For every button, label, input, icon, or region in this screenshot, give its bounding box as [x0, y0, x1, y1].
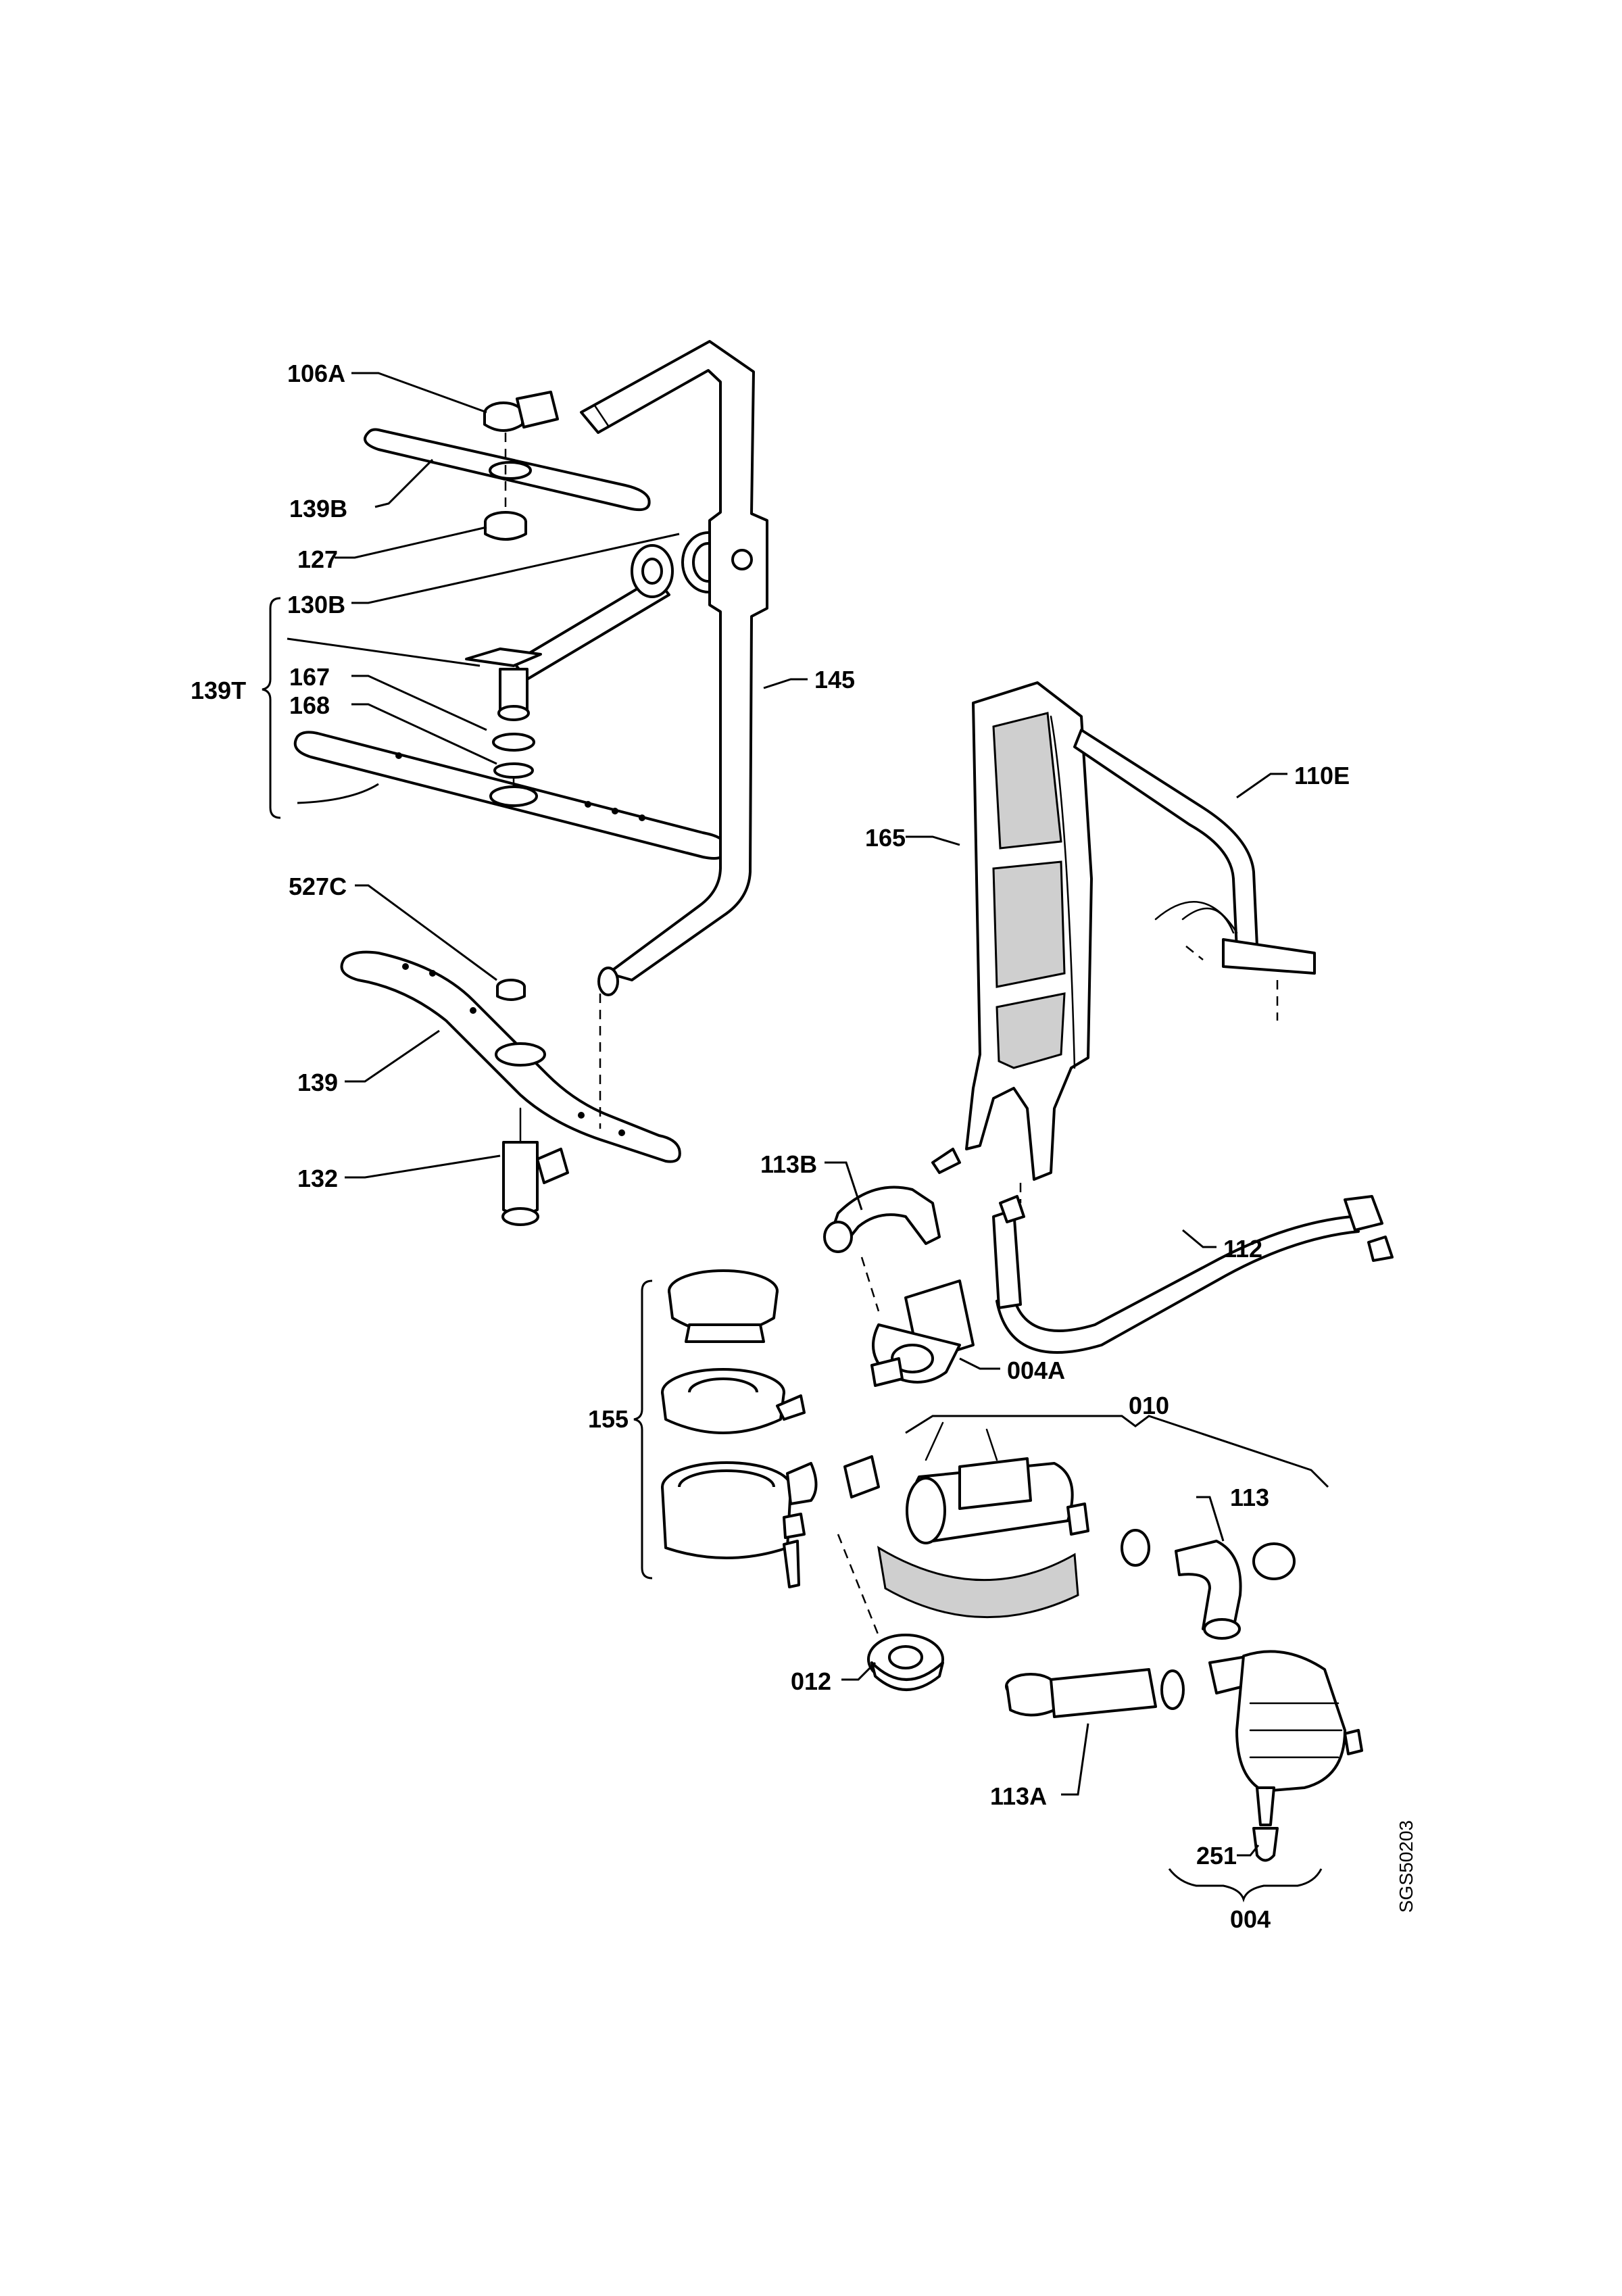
part-527C-cap [496, 979, 526, 1001]
label-165: 165 [865, 824, 906, 852]
part-127-nut [484, 511, 527, 541]
part-155-sump-assembly [661, 1269, 818, 1588]
part-004A-drain-pump [860, 1256, 975, 1387]
label-112: 112 [1223, 1235, 1262, 1263]
bracket-155 [633, 1279, 653, 1580]
bracket-004 [1168, 1868, 1323, 1903]
part-145-water-supply-duct [580, 340, 768, 996]
bracket-010 [905, 1415, 1329, 1488]
part-010-heater [843, 1421, 1150, 1619]
part-113A-hose [1005, 1668, 1185, 1718]
part-113B-hose [823, 1148, 961, 1253]
part-167-bearing [497, 668, 530, 721]
label-139T: 139T [191, 677, 246, 704]
part-004-circulation-pump [1208, 1650, 1363, 1826]
label-127: 127 [297, 545, 338, 573]
label-145: 145 [814, 666, 855, 693]
part-139-lower-spray-arm [340, 950, 681, 1163]
part-110E-door-duct [1073, 729, 1316, 1021]
part-112-drain-hose [992, 1183, 1394, 1354]
label-139: 139 [297, 1069, 338, 1096]
label-113A: 113A [990, 1782, 1047, 1810]
label-527C: 527C [289, 873, 347, 900]
leader-lines [287, 372, 1287, 1857]
part-251-valve [1252, 1827, 1279, 1862]
label-168: 168 [289, 691, 330, 719]
label-010: 010 [1129, 1392, 1169, 1419]
label-113: 113 [1230, 1484, 1269, 1511]
label-113B: 113B [760, 1150, 817, 1178]
part-113-elbow [1175, 1540, 1296, 1640]
part-spray-arm-feed-tube [465, 544, 674, 681]
label-106A: 106A [287, 360, 345, 387]
label-167: 167 [289, 663, 330, 691]
part-168-ring [492, 733, 535, 779]
label-004: 004 [1230, 1905, 1271, 1933]
part-165-water-divider-frame [965, 681, 1093, 1181]
label-139B: 139B [289, 495, 347, 522]
label-251: 251 [1196, 1842, 1237, 1870]
part-132-lower-arm-hub [501, 1107, 569, 1226]
bracket-139T [262, 597, 281, 819]
label-012: 012 [791, 1667, 831, 1695]
part-139B-upper-spray-arm [364, 428, 651, 512]
drawing-code: SGS50203 [1396, 1820, 1417, 1913]
label-155: 155 [588, 1405, 629, 1433]
part-012-pressure-switch [837, 1534, 944, 1691]
label-004A: 004A [1007, 1357, 1065, 1384]
label-110E: 110E [1294, 762, 1350, 789]
part-106A-nozzle [483, 391, 559, 432]
label-130B: 130B [287, 591, 345, 618]
label-132: 132 [297, 1165, 338, 1192]
